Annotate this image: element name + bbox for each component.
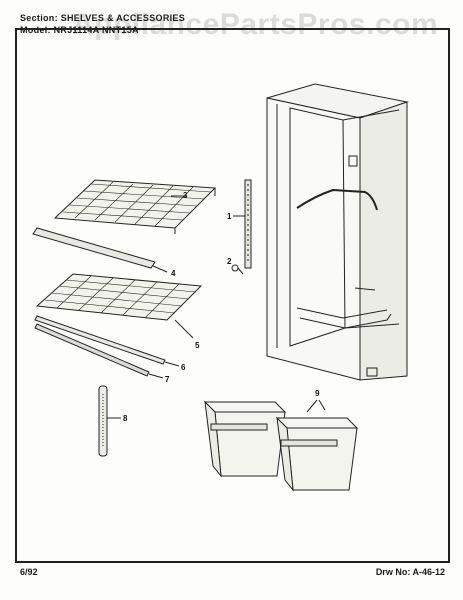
part-8-spring: [98, 385, 121, 457]
drawing-number: Drw No: A-46-12: [375, 567, 445, 577]
callout-8: 8: [123, 414, 128, 423]
part-5-lower-wire-shelf: [35, 273, 203, 339]
part-1-shelf-support-rail: [233, 179, 252, 269]
part-3-upper-wire-shelf: [53, 179, 217, 234]
callout-6: 6: [181, 363, 186, 372]
refrigerator-cabinet: [266, 83, 409, 381]
callout-1: 1: [227, 212, 232, 221]
section-title: Section: SHELVES & ACCESSORIES: [20, 13, 186, 23]
revision-date: 6/92: [20, 567, 38, 577]
callout-9: 9: [315, 389, 320, 398]
part-7-shelf-trim: [34, 323, 164, 379]
callout-5: 5: [195, 341, 200, 350]
callout-4: 4: [171, 269, 176, 278]
callout-7: 7: [165, 375, 170, 384]
exploded-view-drawing: 1 2 3 4 5 6 7 8 9: [32, 83, 409, 492]
callout-2: 2: [227, 257, 232, 266]
part-4-shelf-front-trim: [32, 227, 168, 273]
part-6-shelf-trim: [34, 315, 180, 367]
callout-3: 3: [183, 191, 188, 200]
diagram-frame: [15, 28, 450, 563]
part-2-screw: [231, 264, 244, 275]
part-9-crisper-drawers: [203, 399, 359, 492]
watermark: AppliancePartsPros.com: [72, 8, 439, 41]
model-number: Model: NRJ1114A NNT15A: [20, 25, 139, 35]
